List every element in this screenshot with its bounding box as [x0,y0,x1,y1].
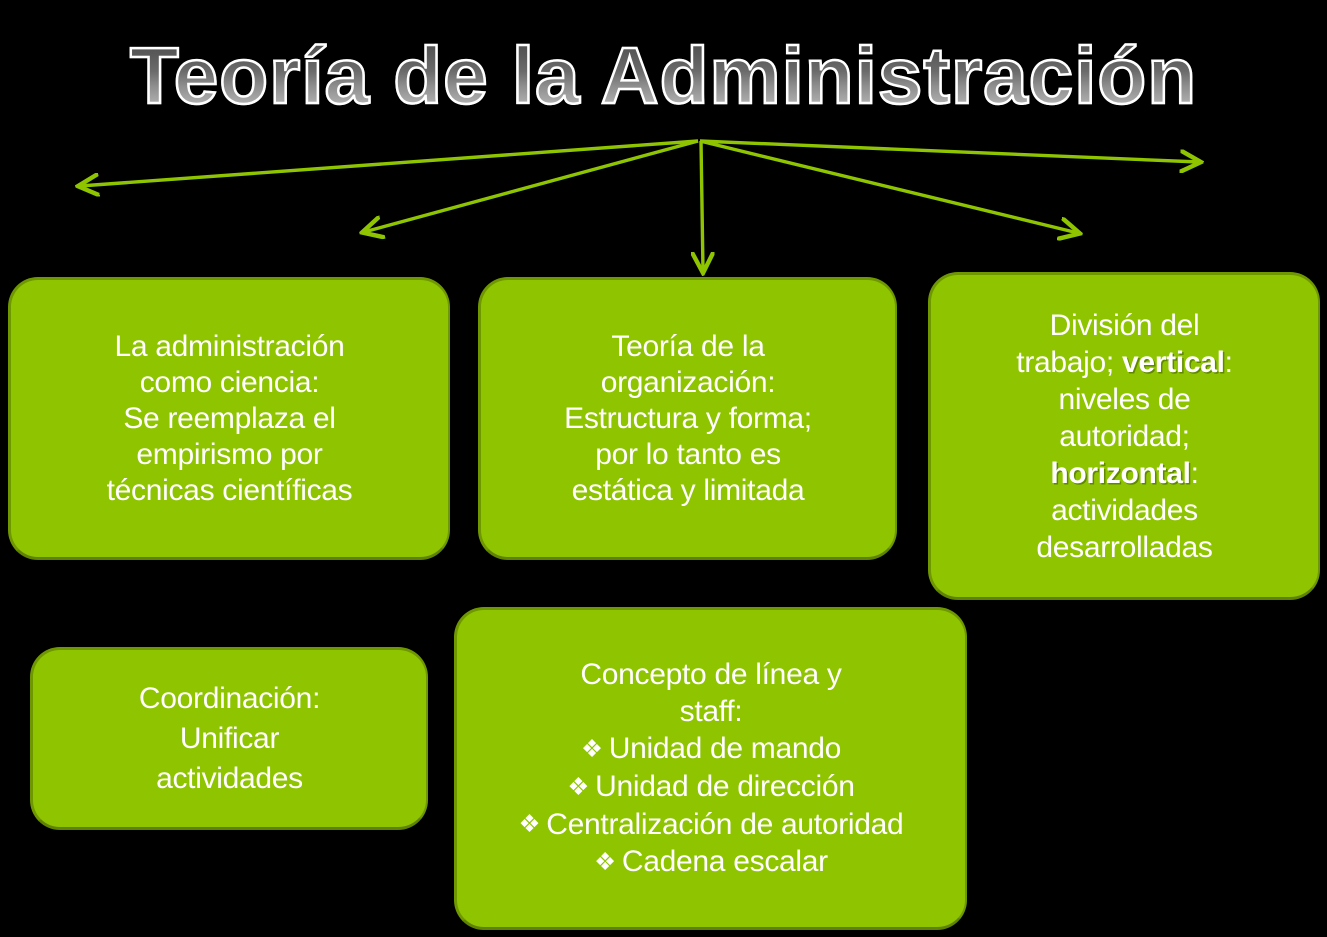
node-text: : [1224,345,1233,379]
node-line: Unificar [179,721,280,755]
node-emphasis-horizontal: horizontal [1050,456,1191,490]
node-coordinacion[interactable]: Coordinación: Unificar actividades [30,647,428,830]
bullet-label: Centralización de autoridad [546,807,904,841]
node-text: trabajo; [1016,345,1122,379]
bullet-label: Unidad de mando [608,732,842,766]
arrow-to-linea-staff [699,139,1078,233]
node-line: La administración [114,329,345,363]
node-line: desarrolladas [1036,530,1213,564]
bullet-label: Cadena escalar [621,845,828,879]
node-line: actividades [156,761,303,795]
arrow-to-organizacion [701,140,703,271]
diamond-bullet-icon: ❖ [567,773,590,801]
node-line: Estructura y forma; [564,401,812,435]
node-line: trabajo; vertical: [941,344,1308,381]
arrow-to-division [699,139,1199,162]
bullet-item: ❖Unidad de mando [467,730,955,768]
arrow-to-ciencia-far-left [80,139,699,186]
node-line: autoridad; [1059,419,1190,453]
node-line: Teoría de la [611,329,765,363]
node-line: actividades [1051,493,1198,527]
bullet-item: ❖Cadena escalar [467,843,955,881]
diamond-bullet-icon: ❖ [580,735,603,763]
bullet-item: ❖Centralización de autoridad [467,806,955,844]
node-line: organización: [600,365,776,399]
diamond-bullet-icon: ❖ [594,848,616,876]
node-division-del-trabajo[interactable]: División del trabajo; vertical: niveles … [928,272,1320,600]
node-emphasis-vertical: vertical [1121,345,1225,379]
node-line: horizontal: [941,455,1308,492]
node-line: staff: [679,695,743,729]
node-line: División del [1049,308,1200,342]
node-administracion-como-ciencia[interactable]: La administración como ciencia: Se reemp… [8,277,450,560]
diamond-bullet-icon: ❖ [518,811,541,839]
node-line: como ciencia: [139,365,320,399]
bullet-item: ❖Unidad de dirección [467,768,955,806]
node-line: Concepto de línea y [580,658,842,692]
node-line: empirismo por [136,437,323,471]
node-text: : [1190,456,1199,490]
node-line: técnicas científicas [106,473,353,507]
node-teoria-de-la-organizacion[interactable]: Teoría de la organización: Estructura y … [478,277,897,560]
node-line: Se reemplaza el [123,401,336,435]
page-title-container: Teoría de la Administración [0,26,1327,126]
node-line: por lo tanto es [595,437,781,471]
node-line: Coordinación: [138,681,321,715]
node-line: niveles de [1058,382,1191,416]
arrow-to-ciencia-diagonal [364,139,699,232]
bullet-label: Unidad de dirección [595,769,855,803]
node-concepto-de-linea-y-staff[interactable]: Concepto de línea y staff: ❖Unidad de ma… [454,607,967,930]
page-title: Teoría de la Administración [129,26,1198,126]
node-line: estática y limitada [571,473,805,507]
